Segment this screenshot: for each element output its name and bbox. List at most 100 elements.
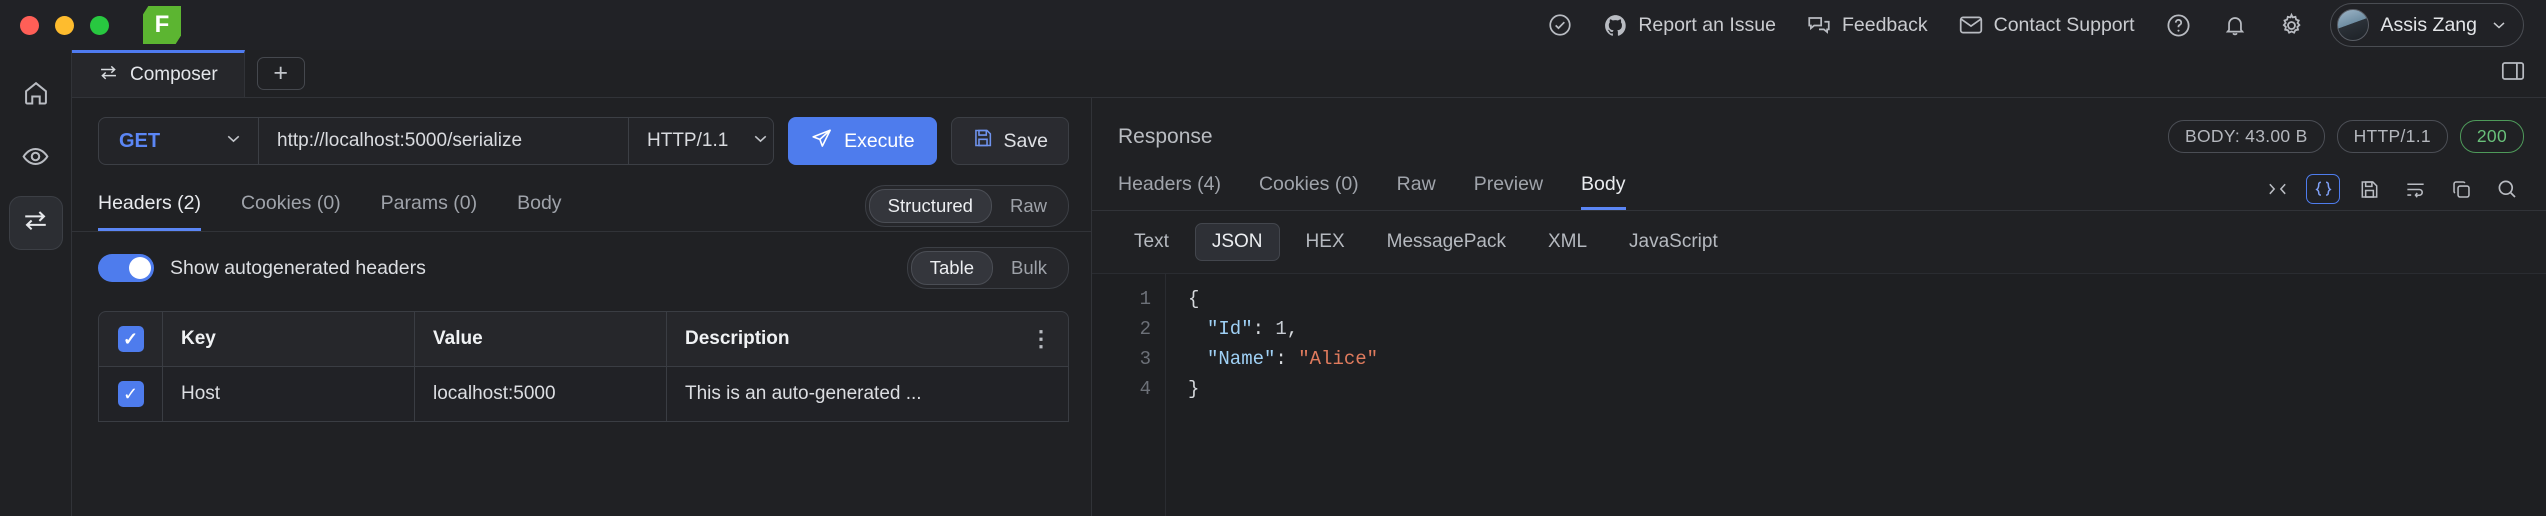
execute-button[interactable]: Execute: [788, 117, 937, 165]
table-header-row: ✓ Key Value Description ⋮: [98, 311, 1069, 367]
search-icon[interactable]: [2490, 174, 2524, 204]
panel-layout-icon: [2500, 58, 2526, 89]
column-description: Description ⋮: [667, 312, 1068, 366]
view-mode-structured[interactable]: Structured: [868, 188, 992, 223]
row-select-cell[interactable]: ✓: [99, 367, 163, 421]
line-number: 3: [1139, 348, 1151, 370]
view-mode-raw[interactable]: Raw: [1009, 194, 1047, 216]
response-tab-raw[interactable]: Raw: [1396, 173, 1436, 195]
feedback-button[interactable]: Feedback: [1791, 6, 1943, 44]
headers-mode-table[interactable]: Table: [910, 251, 993, 285]
select-all-cell[interactable]: ✓: [99, 312, 163, 366]
code-line: {: [1188, 284, 1378, 314]
select-all-checkbox[interactable]: ✓: [117, 326, 144, 352]
code-token: "Alice": [1298, 348, 1379, 370]
row-value[interactable]: localhost:5000: [415, 367, 667, 421]
autogenerated-headers-row: Show autogenerated headers Table Bulk: [72, 232, 1091, 303]
line-number: 1: [1139, 288, 1151, 310]
close-window-button[interactable]: [20, 15, 39, 35]
window-controls: [20, 15, 109, 35]
left-rail: [0, 50, 72, 516]
app-body: Composer +: [0, 50, 2546, 516]
send-icon: [810, 127, 833, 156]
response-tab-headers[interactable]: Headers (4): [1118, 173, 1221, 195]
settings-button[interactable]: [2263, 6, 2320, 45]
copy-icon[interactable]: [2444, 174, 2478, 204]
user-menu[interactable]: Assis Zang: [2329, 3, 2524, 47]
exchange-icon: [21, 206, 50, 240]
format-xml[interactable]: XML: [1547, 231, 1588, 252]
row-key[interactable]: Host: [163, 367, 415, 421]
layout-toggle-button[interactable]: [2500, 50, 2546, 97]
minimize-window-button[interactable]: [55, 15, 74, 35]
tab-strip: Composer +: [72, 50, 2546, 98]
feedback-icon: [1806, 12, 1832, 38]
subtab-cookies[interactable]: Cookies (0): [240, 192, 341, 214]
view-mode-toggle[interactable]: Structured Raw: [864, 184, 1069, 227]
code-token: 1: [1275, 318, 1287, 340]
headers-table: ✓ Key Value Description ⋮ ✓: [72, 303, 1091, 516]
save-file-icon[interactable]: [2352, 174, 2386, 204]
notifications-button[interactable]: [2207, 6, 2263, 44]
format-messagepack[interactable]: MessagePack: [1386, 231, 1506, 252]
response-tab-body[interactable]: Body: [1581, 173, 1626, 210]
headers-mode-bulk[interactable]: Bulk: [1011, 257, 1047, 278]
http-version-select[interactable]: HTTP/1.1: [629, 118, 773, 164]
more-vertical-icon[interactable]: ⋮: [1030, 326, 1052, 352]
row-description[interactable]: This is an auto-generated ...: [685, 383, 922, 404]
collapse-icon[interactable]: [2260, 174, 2294, 204]
column-key: Key: [163, 312, 415, 366]
code-token: "Id": [1207, 318, 1253, 340]
url-input[interactable]: http://localhost:5000/serialize: [259, 118, 629, 164]
braces-icon[interactable]: [2306, 174, 2340, 204]
headers-mode-toggle[interactable]: Table Bulk: [906, 247, 1069, 289]
url-value: http://localhost:5000/serialize: [277, 130, 523, 151]
url-group: GET http://localhost:5000/serialize: [98, 117, 775, 165]
format-text[interactable]: Text: [1134, 231, 1169, 252]
tab-composer-label: Composer: [130, 64, 218, 85]
horizontal-scrollbar[interactable]: [72, 509, 2546, 516]
user-name: Assis Zang: [2380, 13, 2477, 36]
rail-item-composer[interactable]: [8, 196, 63, 250]
help-button[interactable]: [2150, 6, 2207, 45]
http-version-value: HTTP/1.1: [647, 130, 729, 151]
format-javascript[interactable]: JavaScript: [1629, 231, 1718, 252]
check-circle-icon: [1547, 12, 1573, 38]
eye-icon: [21, 142, 50, 176]
badge-http-version: HTTP/1.1: [2336, 120, 2448, 153]
code-line: "Id": 1,: [1188, 314, 1378, 344]
mail-icon: [1958, 12, 1984, 38]
column-description-label: Description: [685, 328, 790, 349]
new-tab-button[interactable]: +: [256, 57, 305, 90]
subtab-body[interactable]: Body: [517, 192, 562, 214]
avatar: [2336, 9, 2369, 41]
format-hex[interactable]: HEX: [1305, 231, 1345, 252]
autogenerated-headers-toggle[interactable]: [98, 254, 154, 282]
report-issue-button[interactable]: Report an Issue: [1588, 7, 1791, 44]
plus-icon: +: [273, 59, 288, 87]
save-button[interactable]: Save: [950, 117, 1069, 165]
method-select[interactable]: GET: [99, 118, 259, 164]
contact-support-button[interactable]: Contact Support: [1943, 6, 2150, 44]
format-json[interactable]: JSON: [1194, 223, 1280, 261]
response-tab-preview[interactable]: Preview: [1473, 173, 1544, 195]
titlebar-actions: Report an Issue Feedback Contact Su: [1532, 3, 2524, 47]
code-line: }: [1188, 374, 1378, 404]
row-checkbox[interactable]: ✓: [117, 381, 144, 407]
zoom-window-button[interactable]: [90, 15, 109, 35]
rail-item-inspect[interactable]: [9, 132, 63, 186]
help-circle-icon: [2165, 12, 2192, 39]
line-number: 2: [1139, 318, 1151, 340]
wrap-lines-icon[interactable]: [2398, 174, 2432, 204]
code-token: ,: [1286, 318, 1299, 340]
subtab-params[interactable]: Params (0): [380, 192, 478, 214]
contact-support-label: Contact Support: [1993, 13, 2135, 36]
subtab-headers[interactable]: Headers (2): [98, 192, 201, 231]
response-tab-cookies[interactable]: Cookies (0): [1258, 173, 1359, 195]
status-check-button[interactable]: [1532, 6, 1588, 44]
tab-composer[interactable]: Composer: [72, 50, 245, 97]
badge-body-size: BODY: 43.00 B: [2168, 120, 2325, 153]
save-icon: [972, 127, 994, 155]
rail-item-home[interactable]: [9, 68, 63, 122]
